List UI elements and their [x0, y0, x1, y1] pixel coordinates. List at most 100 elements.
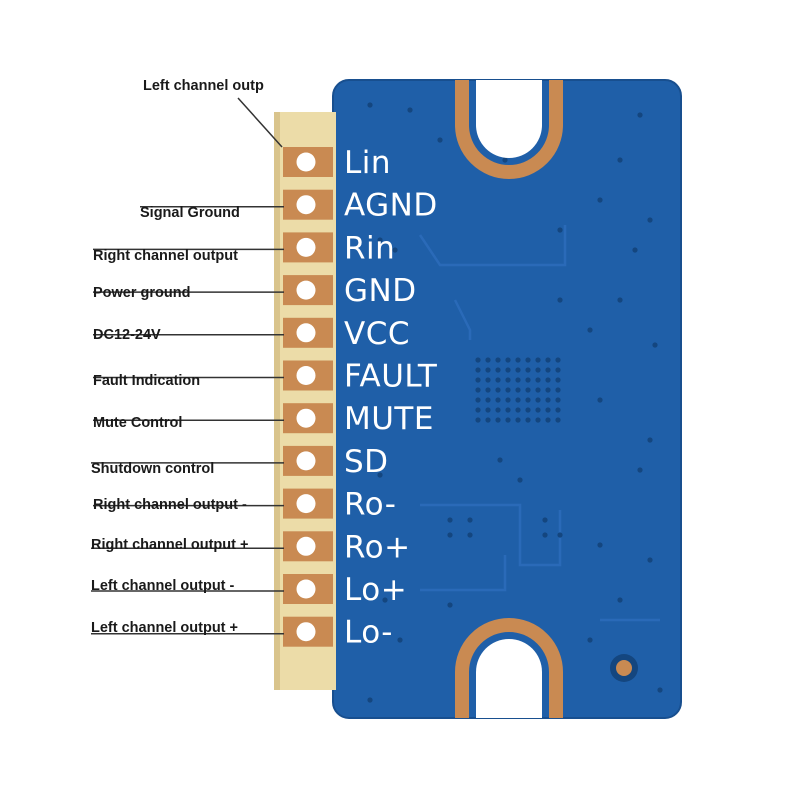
via-dot: [495, 367, 501, 373]
via-dot: [545, 417, 551, 423]
via-dot: [447, 517, 453, 523]
via-dot: [495, 417, 501, 423]
mounting-slot-bottom: [455, 618, 563, 718]
via-dot: [525, 407, 531, 413]
via-dot: [545, 357, 551, 363]
pin-hole-6: [296, 366, 316, 385]
via-dot: [525, 357, 531, 363]
via-dot: [545, 397, 551, 403]
via-dot: [587, 327, 593, 333]
via-dot: [377, 472, 383, 478]
via-dot: [617, 597, 623, 603]
via-dot: [555, 407, 561, 413]
via-dot: [475, 417, 481, 423]
via-dot: [515, 367, 521, 373]
pin-hole-1: [296, 152, 316, 172]
via-dot: [515, 377, 521, 383]
pin-header-edge: [274, 112, 280, 690]
via-dot: [485, 377, 491, 383]
via-dot: [505, 357, 511, 363]
via-dot: [525, 367, 531, 373]
via-dot: [505, 377, 511, 383]
via-dot: [485, 397, 491, 403]
pin-hole-10: [296, 536, 316, 556]
via-dot: [555, 357, 561, 363]
via-dot: [485, 417, 491, 423]
via-dot: [485, 387, 491, 393]
via-dot: [437, 137, 443, 143]
via-dot: [545, 377, 551, 383]
via-dot: [495, 387, 501, 393]
via-dot: [485, 367, 491, 373]
via-dot: [557, 297, 563, 303]
via-dot: [647, 217, 653, 223]
via-dot: [377, 192, 383, 198]
via-dot: [535, 357, 541, 363]
via-dot: [555, 387, 561, 393]
via-dot: [475, 377, 481, 383]
via-dot: [382, 597, 388, 603]
via-dot: [535, 397, 541, 403]
pin-hole-2: [296, 195, 316, 215]
callout-label-10: Right channel output +: [91, 537, 249, 553]
pin-hole-8: [296, 451, 316, 471]
via-dot: [505, 387, 511, 393]
via-dot: [377, 237, 383, 243]
via-dot: [555, 377, 561, 383]
pin-label-7: MUTE: [344, 401, 434, 437]
via-dot: [367, 102, 373, 108]
via-dot: [505, 397, 511, 403]
pin-hole-11: [296, 579, 316, 599]
via-dot: [535, 417, 541, 423]
via-dot: [517, 477, 523, 483]
via-dot: [555, 417, 561, 423]
via-dot: [515, 417, 521, 423]
callout-label-11: Left channel output -: [91, 578, 235, 594]
mounting-slot-top: [455, 80, 563, 179]
callout-label-3: Right channel output: [93, 248, 238, 264]
pin-hole-4: [296, 280, 316, 300]
pin-label-10: Ro+: [344, 529, 411, 565]
via-dot: [407, 107, 413, 113]
via-dot: [505, 367, 511, 373]
pin-hole-5: [296, 323, 316, 343]
pin-label-9: Ro-: [344, 487, 396, 523]
via-dot: [467, 517, 473, 523]
via-dot: [475, 387, 481, 393]
via-dot: [485, 407, 491, 413]
via-dot: [647, 557, 653, 563]
via-dot: [555, 397, 561, 403]
pin-hole-9: [296, 494, 316, 514]
via-dot: [637, 112, 643, 118]
pin-label-12: Lo-: [344, 615, 393, 651]
callout-label-6: Fault Indication: [93, 373, 201, 389]
via-dot: [447, 602, 453, 608]
pin-hole-12: [296, 622, 316, 642]
pcb-traces: [418, 225, 660, 622]
via-dot: [515, 357, 521, 363]
pin-label-6: FAULT: [344, 359, 438, 395]
via-dot: [525, 417, 531, 423]
via-dot: [515, 387, 521, 393]
callout-label-5: DC12-24V: [93, 327, 161, 343]
via-dot: [475, 407, 481, 413]
via-dot: [597, 542, 603, 548]
via-dot: [485, 357, 491, 363]
via-dot: [657, 687, 663, 693]
via-dot: [497, 457, 503, 463]
pin-label-5: VCC: [344, 316, 410, 352]
via-dot: [542, 517, 548, 523]
via-dot: [545, 407, 551, 413]
pin-label-8: SD: [344, 444, 389, 480]
callout-label-9: Right channel output -: [93, 497, 247, 513]
pin-label-1: Lin: [344, 145, 391, 181]
via-dot: [535, 387, 541, 393]
via-dot: [525, 377, 531, 383]
via-dot: [617, 297, 623, 303]
via-dot: [447, 532, 453, 538]
pin-label-3: Rin: [344, 230, 395, 266]
via-dot: [647, 437, 653, 443]
via-dot: [505, 417, 511, 423]
